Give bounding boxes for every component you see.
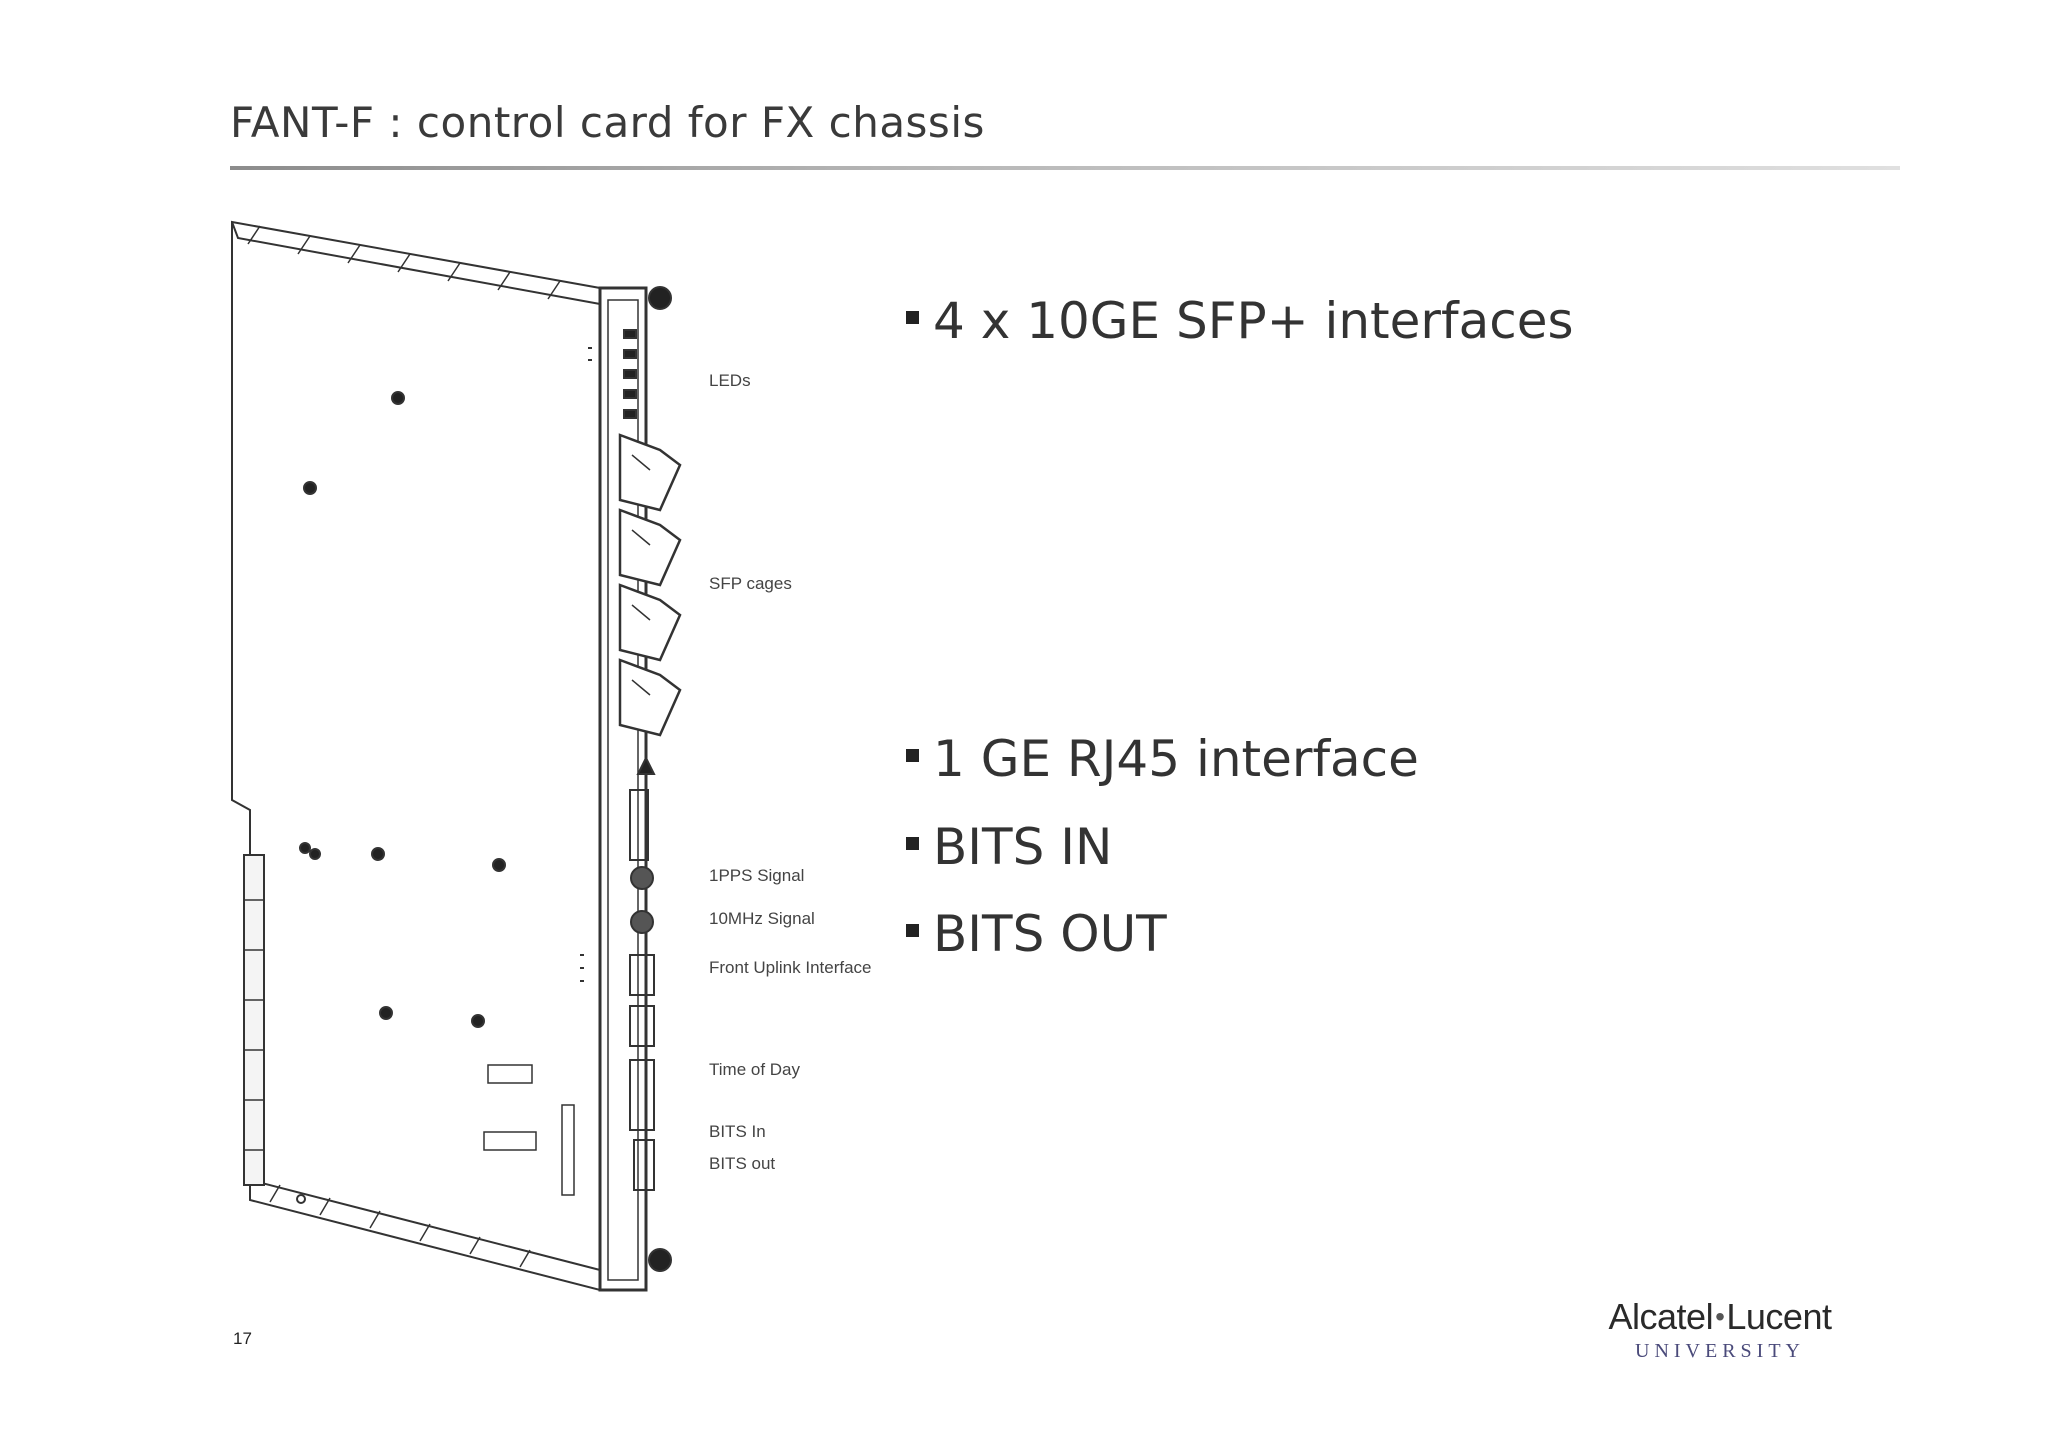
square-bullet-icon xyxy=(906,923,919,937)
callout-bits-in: BITS In xyxy=(709,1122,766,1141)
bullet-rj45-interface: 1 GE RJ45 interface xyxy=(906,730,1419,788)
alcatel-lucent-university-logo: Alcatel•Lucent UNIVERSITY xyxy=(1600,1296,1840,1363)
square-bullet-icon xyxy=(906,310,919,324)
logo-subtitle: UNIVERSITY xyxy=(1635,1340,1805,1362)
bullet-text: 4 x 10GE SFP+ interfaces xyxy=(933,292,1574,350)
square-bullet-icon xyxy=(906,836,919,850)
square-bullet-icon xyxy=(906,748,919,762)
logo-brand: Alcatel•Lucent xyxy=(1600,1296,1840,1338)
callout-sfp-cages: SFP cages xyxy=(709,574,792,593)
logo-brand-left: Alcatel xyxy=(1608,1296,1714,1337)
bullet-bits-in: BITS IN xyxy=(906,818,1112,876)
callout-bits-out: BITS out xyxy=(709,1154,776,1173)
bullet-sfp-interfaces: 4 x 10GE SFP+ interfaces xyxy=(906,292,1574,350)
callout-leds: LEDs xyxy=(709,371,751,390)
callout-10mhz-signal: 10MHz Signal xyxy=(709,909,815,928)
page-number: 17 xyxy=(233,1329,252,1348)
bullet-bits-out: BITS OUT xyxy=(906,905,1167,963)
bullet-text: BITS OUT xyxy=(933,905,1167,963)
callout-front-uplink-interface: Front Uplink Interface xyxy=(709,958,872,977)
card-diagram xyxy=(220,210,920,1310)
title-divider xyxy=(230,166,1900,170)
slide-title: FANT-F : control card for FX chassis xyxy=(230,98,985,147)
callout-time-of-day: Time of Day xyxy=(709,1060,801,1079)
bullet-text: BITS IN xyxy=(933,818,1113,876)
bullet-text: 1 GE RJ45 interface xyxy=(933,730,1419,788)
callout-1pps-signal: 1PPS Signal xyxy=(709,866,805,885)
fant-f-card-drawing xyxy=(231,220,682,1292)
logo-brand-right: Lucent xyxy=(1726,1296,1832,1337)
logo-dot-icon: • xyxy=(1715,1301,1725,1332)
